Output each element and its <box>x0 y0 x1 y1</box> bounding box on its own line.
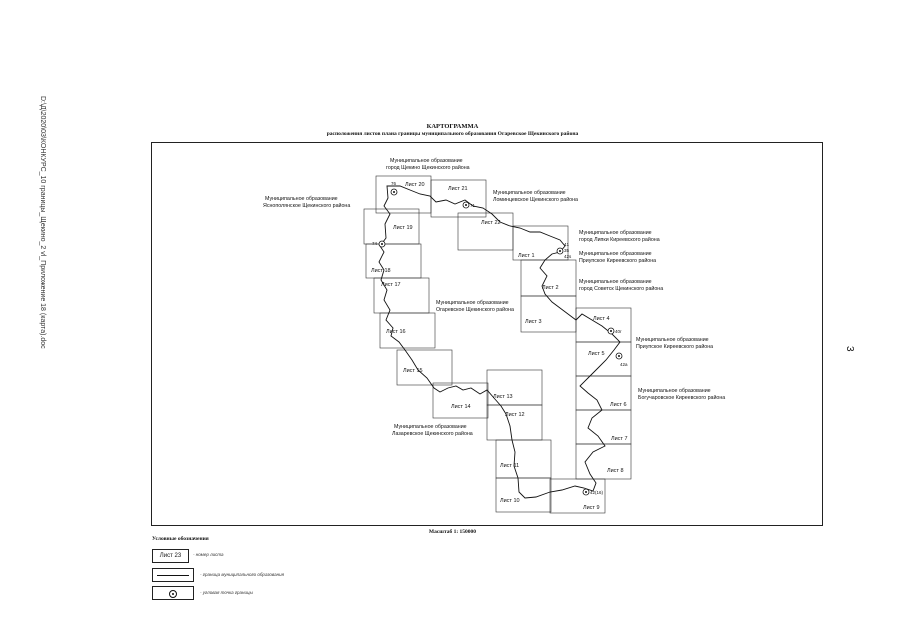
sheet-label: Лист 2 <box>542 285 559 291</box>
municipality-label: Муниципальное образование Огаревское Щек… <box>436 300 514 313</box>
sheet-4[interactable] <box>575 307 632 343</box>
sheet-label: Лист 4 <box>593 316 610 322</box>
sheet-10[interactable] <box>495 477 552 513</box>
sheet-label: Лист 3 <box>525 319 542 325</box>
municipality-label: Муниципальное образование Лазаревское Ще… <box>392 424 473 437</box>
corner-point-icon[interactable]: 40r <box>607 327 622 335</box>
legend-sheet-desc: - номер листа <box>193 552 224 557</box>
legend-boundary-desc: - граница муниципального образования <box>200 572 285 577</box>
municipality-label: Муниципальное образование Богучаровское … <box>638 388 725 401</box>
legend-title: Условные обозначения <box>152 536 209 542</box>
svg-text:71: 71 <box>470 203 476 208</box>
sheet-21[interactable] <box>430 179 487 218</box>
municipality-label: Муниципальное образование город Липки Ки… <box>579 230 660 243</box>
map-subtitle: расположения листов плана границы муници… <box>326 131 579 137</box>
svg-text:35: 35 <box>564 248 570 253</box>
legend-point-desc: - угловая точка границы <box>200 590 253 595</box>
sheet-5[interactable] <box>575 341 632 377</box>
sheet-label: Лист 16 <box>386 329 406 335</box>
svg-text:42(16): 42(16) <box>590 490 604 495</box>
sheet-label: Лист 10 <box>500 498 520 504</box>
legend-boundary-sample <box>152 568 194 582</box>
corner-point-icon <box>169 590 177 598</box>
sheet-label: Лист 6 <box>610 402 627 408</box>
map-title: КАРТОГРАММА <box>426 123 479 130</box>
sheet-label: Лист 20 <box>405 182 425 188</box>
sheet-grid <box>363 175 632 514</box>
municipal-boundary <box>378 185 621 499</box>
sheet-label: Лист 17 <box>381 282 401 288</box>
sheet-1[interactable] <box>512 225 569 261</box>
municipality-label: Муниципальное образование город Советск … <box>579 279 663 292</box>
map-scale: Масштаб 1: 150000 <box>428 529 477 535</box>
map-frame <box>151 142 823 526</box>
sheet-22[interactable] <box>457 212 514 251</box>
legend-sheet-sample: Лист 23 <box>152 549 189 563</box>
corner-point-icon[interactable]: 74 <box>372 240 386 248</box>
municipality-label: Муниципальное образование город Щекино Щ… <box>386 158 470 171</box>
sheet-label: Лист 18 <box>371 268 391 274</box>
sheet-label: Лист 15 <box>403 368 423 374</box>
municipality-label: Муниципальное образование Ломинцевское Щ… <box>493 190 578 203</box>
sheet-label: Лист 13 <box>493 394 513 400</box>
municipality-label: Муниципальное образование Приупское Кире… <box>579 251 656 264</box>
corner-point-icon[interactable]: 42а <box>615 352 628 367</box>
svg-text:41: 41 <box>564 242 570 247</box>
municipality-label: Муниципальное образование Яснополянское … <box>263 196 350 209</box>
sheet-11[interactable] <box>495 439 552 479</box>
sheet-label: Лист 5 <box>588 351 605 357</box>
svg-text:74: 74 <box>372 241 378 246</box>
corner-point-icon[interactable]: 42(16) <box>582 488 604 496</box>
sheet-label: Лист 22 <box>481 220 501 226</box>
corner-point-icon[interactable]: 41 35 42s <box>556 242 572 259</box>
sheet-15[interactable] <box>396 349 453 386</box>
sheet-label: Лист 11 <box>500 463 519 469</box>
sheet-label: Лист 14 <box>451 404 471 410</box>
svg-text:40r: 40r <box>615 329 622 334</box>
sheet-label: Лист 7 <box>611 436 628 442</box>
sheet-16[interactable] <box>379 312 436 349</box>
svg-text:42s: 42s <box>564 254 572 259</box>
sheet-12[interactable] <box>486 404 543 441</box>
sheet-14[interactable] <box>432 382 489 419</box>
svg-text:76: 76 <box>391 181 397 186</box>
sheet-label: Лист 12 <box>505 412 525 418</box>
municipality-label: Муниципальное образование Приупское Кире… <box>636 337 713 350</box>
corner-point-icon[interactable]: 76 <box>390 181 398 196</box>
sheet-label: Лист 21 <box>448 186 468 192</box>
sheet-labels: Лист 20 Лист 21 Лист 22 Лист 19 Лист 18 … <box>371 182 628 511</box>
legend-point-sample <box>152 586 194 600</box>
municipality-labels: Муниципальное образование город Щекино Щ… <box>263 158 725 437</box>
sheet-label: Лист 9 <box>583 505 600 511</box>
corner-point-icon[interactable]: 71 <box>462 201 476 209</box>
svg-text:42а: 42а <box>620 362 628 367</box>
sheet-label: Лист 1 <box>518 253 535 259</box>
sheet-label: Лист 8 <box>607 468 624 474</box>
corner-points: 76 71 74 41 35 42s 40r 42а 42(16) <box>372 181 628 496</box>
sheet-label: Лист 19 <box>393 225 413 231</box>
